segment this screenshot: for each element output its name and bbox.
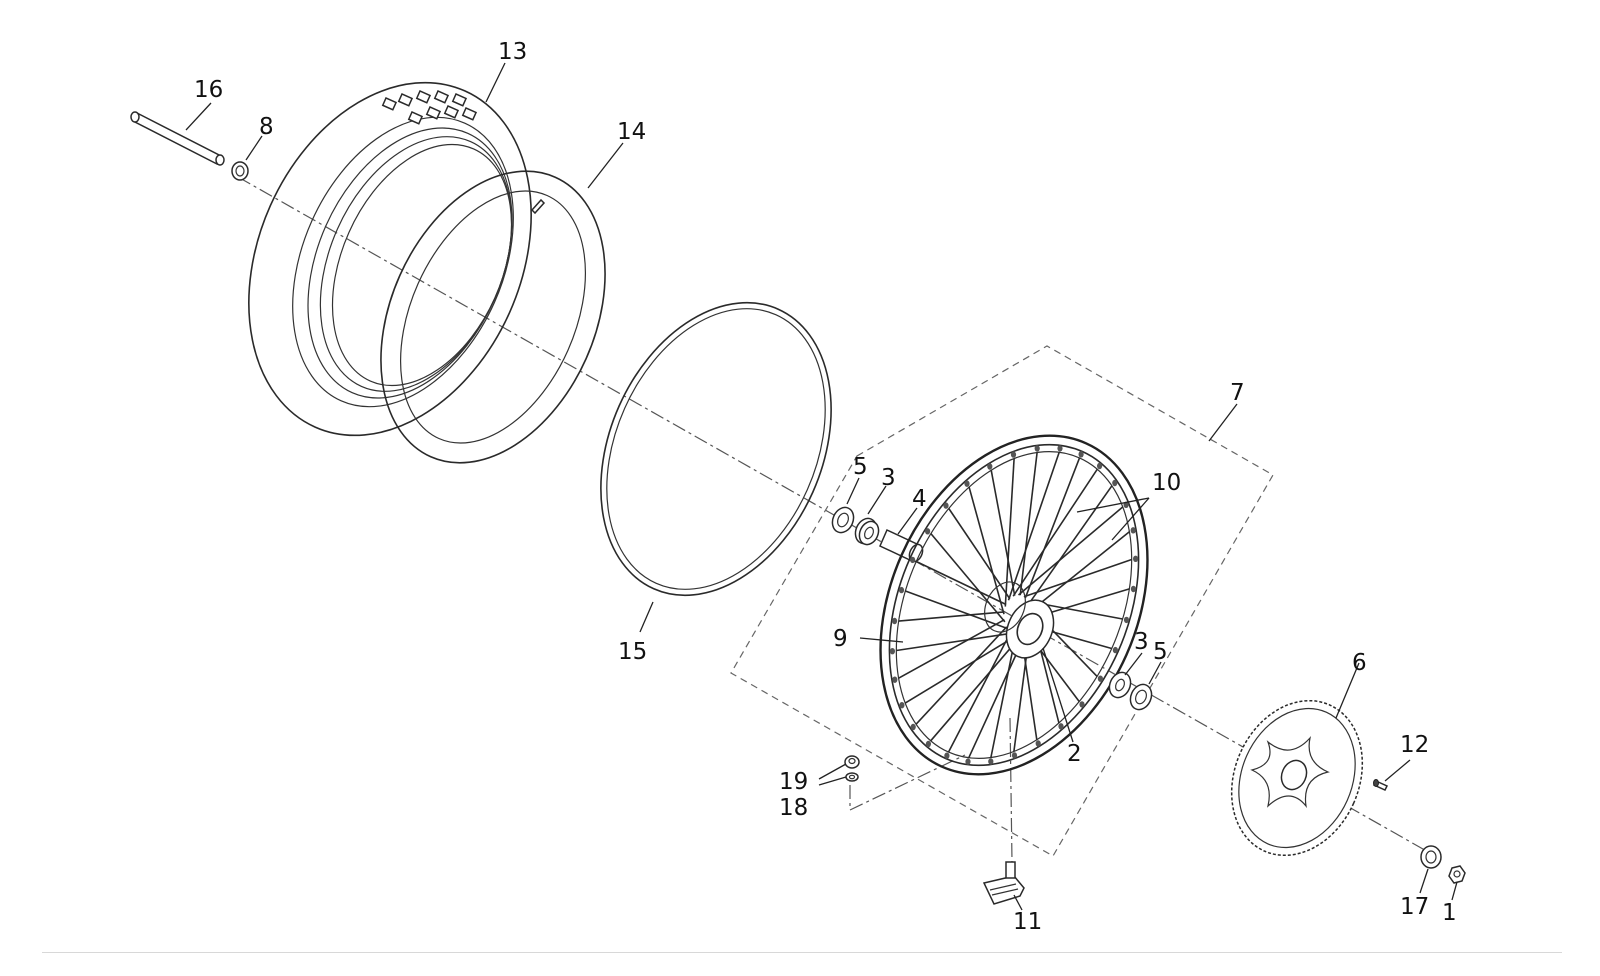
rim-lock-part [982,861,1025,905]
axle-part [130,111,225,166]
callout-label-16: 16 [194,77,223,103]
axle-nut-part [1448,865,1466,884]
hub-spacer-part [879,528,924,563]
tire-tread-blocks [381,90,478,125]
collar-part [1420,845,1442,869]
callout-label-10: 10 [1152,470,1181,496]
spacer-part [231,161,249,181]
callout-label-6: 6 [1352,650,1367,676]
callout-label-7: 7 [1230,380,1245,406]
callout-label-13: 13 [498,39,527,65]
rim-tape-part [600,301,832,597]
callout-label-5-left: 5 [853,454,868,480]
callout-label-19: 19 [779,769,808,795]
spoke-nipples [889,445,1139,765]
callout-label-5-right: 5 [1153,639,1168,665]
callout-label-9: 9 [833,626,848,652]
callout-label-17: 17 [1400,894,1429,920]
bearing-part-right [1108,671,1132,699]
sprocket-part [1230,699,1364,857]
tire-part [248,81,532,437]
footer-divider [42,952,1562,953]
valve-axis-line [1009,717,1013,863]
assembly-boundary-box [730,345,1274,857]
callout-leaders [185,62,1458,911]
callout-label-15: 15 [618,639,647,665]
sprocket-bolt-part [1372,779,1389,791]
nut-axis-line [849,754,966,811]
seal-part-left [831,506,855,534]
callout-label-8: 8 [259,114,274,140]
callout-label-12: 12 [1400,732,1429,758]
callout-label-3-right: 3 [1134,629,1149,655]
rim-lock-nut-part [844,755,860,769]
callout-label-14: 14 [617,119,646,145]
rim-lock-washer-part [845,772,859,782]
callout-label-2: 2 [1067,741,1082,767]
bearing-part-left [854,517,880,546]
callout-label-1: 1 [1442,900,1457,926]
wheel-spokes [896,452,1132,759]
callout-label-18: 18 [779,795,808,821]
callout-label-11: 11 [1013,909,1042,935]
callout-label-3-left: 3 [881,465,896,491]
wheel-rim-part [879,434,1149,776]
seal-part-right [1129,683,1153,711]
inner-tube-part [380,170,606,464]
callout-label-4: 4 [912,486,927,512]
